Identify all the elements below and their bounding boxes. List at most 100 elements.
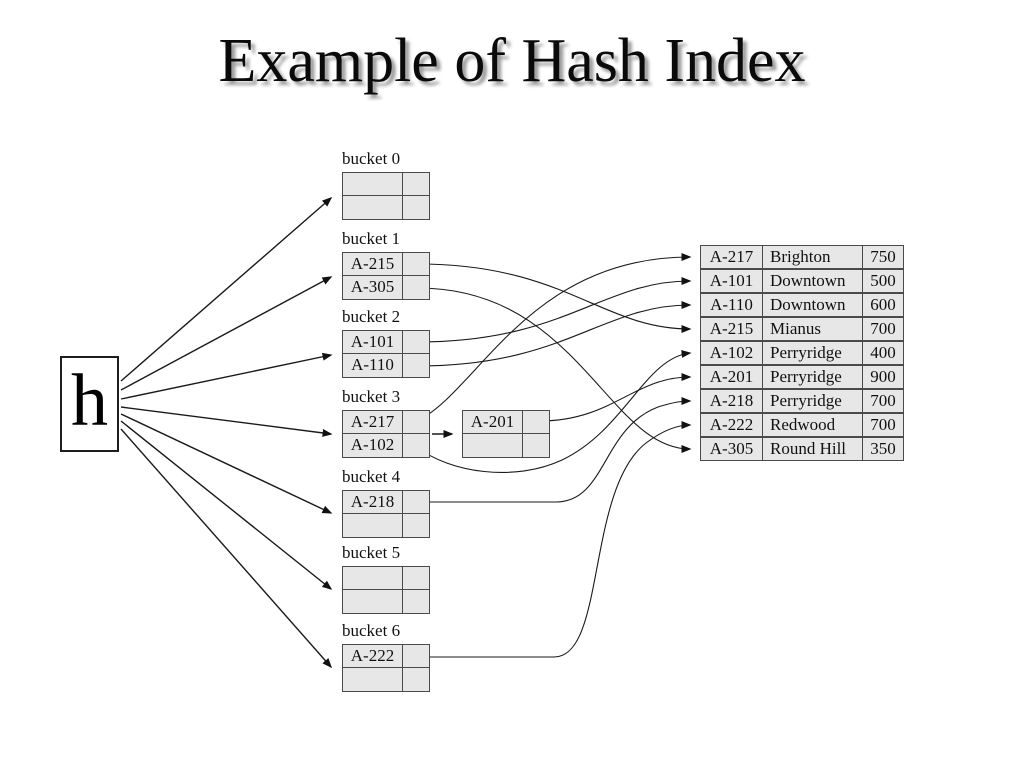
bucket-table bbox=[342, 172, 430, 220]
pointer-a217-to-record bbox=[416, 253, 692, 422]
cell-account: A-101 bbox=[701, 270, 763, 292]
bucket-table: A-222 bbox=[342, 644, 430, 692]
bucket-cell-key: A-305 bbox=[343, 276, 403, 299]
cell-branch: Brighton bbox=[763, 246, 863, 268]
arrow-h-to-bucket-2 bbox=[120, 352, 333, 400]
account-records-table: A-217 Brighton 750 A-101 Downtown 500 A-… bbox=[700, 245, 904, 461]
bucket-cell-key: A-110 bbox=[343, 354, 403, 377]
cell-account: A-215 bbox=[701, 318, 763, 340]
cell-amount: 900 bbox=[870, 367, 896, 386]
cell-amount: 400 bbox=[870, 343, 896, 362]
pointer-a110-to-record bbox=[417, 301, 692, 367]
bucket-cell-key bbox=[343, 196, 403, 219]
bucket-cell-key bbox=[463, 434, 523, 457]
bucket-cell-pointer bbox=[403, 354, 429, 377]
bucket-cell-key bbox=[343, 590, 403, 613]
cell-branch: Downtown bbox=[763, 294, 863, 316]
table-row: A-102 Perryridge 400 bbox=[700, 341, 904, 365]
cell-branch: Round Hill bbox=[763, 438, 863, 460]
bucket-cell-pointer bbox=[403, 491, 429, 514]
bucket-cell-pointer bbox=[403, 590, 429, 613]
bucket-cell-pointer bbox=[523, 411, 549, 434]
bucket-table: A-101 A-110 bbox=[342, 330, 430, 378]
cell-account: A-110 bbox=[701, 294, 763, 316]
arrow-h-to-bucket-0 bbox=[120, 197, 333, 382]
pointer-a215-to-record bbox=[417, 263, 692, 333]
cell-account: A-102 bbox=[701, 342, 763, 364]
cell-account: A-222 bbox=[701, 414, 763, 436]
bucket-cell-pointer bbox=[403, 196, 429, 219]
pointer-a101-to-record bbox=[417, 277, 692, 343]
cell-account: A-305 bbox=[701, 438, 763, 460]
pointer-a222-to-record bbox=[418, 421, 692, 658]
cell-branch: Perryridge bbox=[763, 342, 863, 364]
cell-amount: 700 bbox=[870, 415, 896, 434]
cell-branch: Redwood bbox=[763, 414, 863, 436]
cell-amount: 500 bbox=[870, 271, 896, 290]
bucket-label: bucket 5 bbox=[342, 543, 401, 562]
bucket-cell-key: A-201 bbox=[463, 411, 523, 434]
bucket-cell-key: A-102 bbox=[343, 434, 403, 457]
bucket-cell-key: A-218 bbox=[343, 491, 403, 514]
cell-branch: Perryridge bbox=[763, 390, 863, 412]
bucket-cell-key bbox=[343, 173, 403, 196]
arrow-h-to-bucket-4 bbox=[120, 413, 333, 514]
bucket-label: bucket 2 bbox=[342, 307, 401, 326]
bucket-label: bucket 1 bbox=[342, 229, 401, 248]
pointer-a305-to-record bbox=[417, 287, 692, 453]
bucket-label: bucket 0 bbox=[342, 149, 401, 168]
bucket-cell-key: A-222 bbox=[343, 645, 403, 668]
bucket-cell-key bbox=[343, 668, 403, 691]
bucket-cell-pointer bbox=[403, 668, 429, 691]
pointer-a218-to-record bbox=[418, 397, 692, 503]
bucket-table bbox=[342, 566, 430, 614]
hash-function-label: h bbox=[71, 360, 108, 442]
bucket-cell-key: A-101 bbox=[343, 331, 403, 354]
bucket-table: A-217 A-102 bbox=[342, 410, 430, 458]
bucket-cell-pointer bbox=[403, 567, 429, 590]
pointer-a102-to-record bbox=[416, 349, 692, 473]
bucket-cell-pointer bbox=[523, 434, 549, 457]
arrow-h-to-bucket-1 bbox=[120, 276, 333, 391]
hash-function-box: h bbox=[60, 356, 119, 452]
table-row: A-305 Round Hill 350 bbox=[700, 437, 904, 461]
bucket-label: bucket 3 bbox=[342, 387, 401, 406]
arrow-h-to-bucket-3 bbox=[120, 406, 333, 437]
bucket-cell-pointer bbox=[403, 331, 429, 354]
bucket-cell-key: A-215 bbox=[343, 253, 403, 276]
table-row: A-222 Redwood 700 bbox=[700, 413, 904, 437]
table-row: A-110 Downtown 600 bbox=[700, 293, 904, 317]
bucket-cell-pointer bbox=[403, 645, 429, 668]
bucket-cell-key: A-217 bbox=[343, 411, 403, 434]
bucket-cell-pointer bbox=[403, 173, 429, 196]
bucket-cell-pointer bbox=[403, 253, 429, 276]
table-row: A-201 Perryridge 900 bbox=[700, 365, 904, 389]
cell-branch: Mianus bbox=[763, 318, 863, 340]
cell-amount: 700 bbox=[870, 319, 896, 338]
bucket-label: bucket 6 bbox=[342, 621, 401, 640]
bucket-table: A-218 bbox=[342, 490, 430, 538]
arrow-h-to-bucket-6 bbox=[120, 428, 332, 669]
cell-branch: Perryridge bbox=[763, 366, 863, 388]
bucket-cell-pointer bbox=[403, 434, 429, 457]
bucket-table: A-215 A-305 bbox=[342, 252, 430, 300]
bucket-cell-pointer bbox=[403, 411, 429, 434]
bucket-cell-pointer bbox=[403, 276, 429, 299]
table-row: A-218 Perryridge 700 bbox=[700, 389, 904, 413]
slide-title: Example of Hash Index bbox=[218, 27, 806, 95]
pointer-a201-to-record bbox=[539, 373, 692, 422]
bucket-label: bucket 4 bbox=[342, 467, 401, 486]
bucket-cell-pointer bbox=[403, 514, 429, 537]
cell-account: A-201 bbox=[701, 366, 763, 388]
cell-branch: Downtown bbox=[763, 270, 863, 292]
bucket-cell-key bbox=[343, 567, 403, 590]
cell-account: A-217 bbox=[701, 246, 763, 268]
cell-amount: 700 bbox=[870, 391, 896, 410]
cell-amount: 600 bbox=[870, 295, 896, 314]
arrow-h-to-bucket-5 bbox=[120, 420, 333, 590]
table-row: A-215 Mianus 700 bbox=[700, 317, 904, 341]
overflow-bucket-table: A-201 bbox=[462, 410, 550, 458]
cell-amount: 350 bbox=[870, 439, 896, 458]
bucket-cell-key bbox=[343, 514, 403, 537]
